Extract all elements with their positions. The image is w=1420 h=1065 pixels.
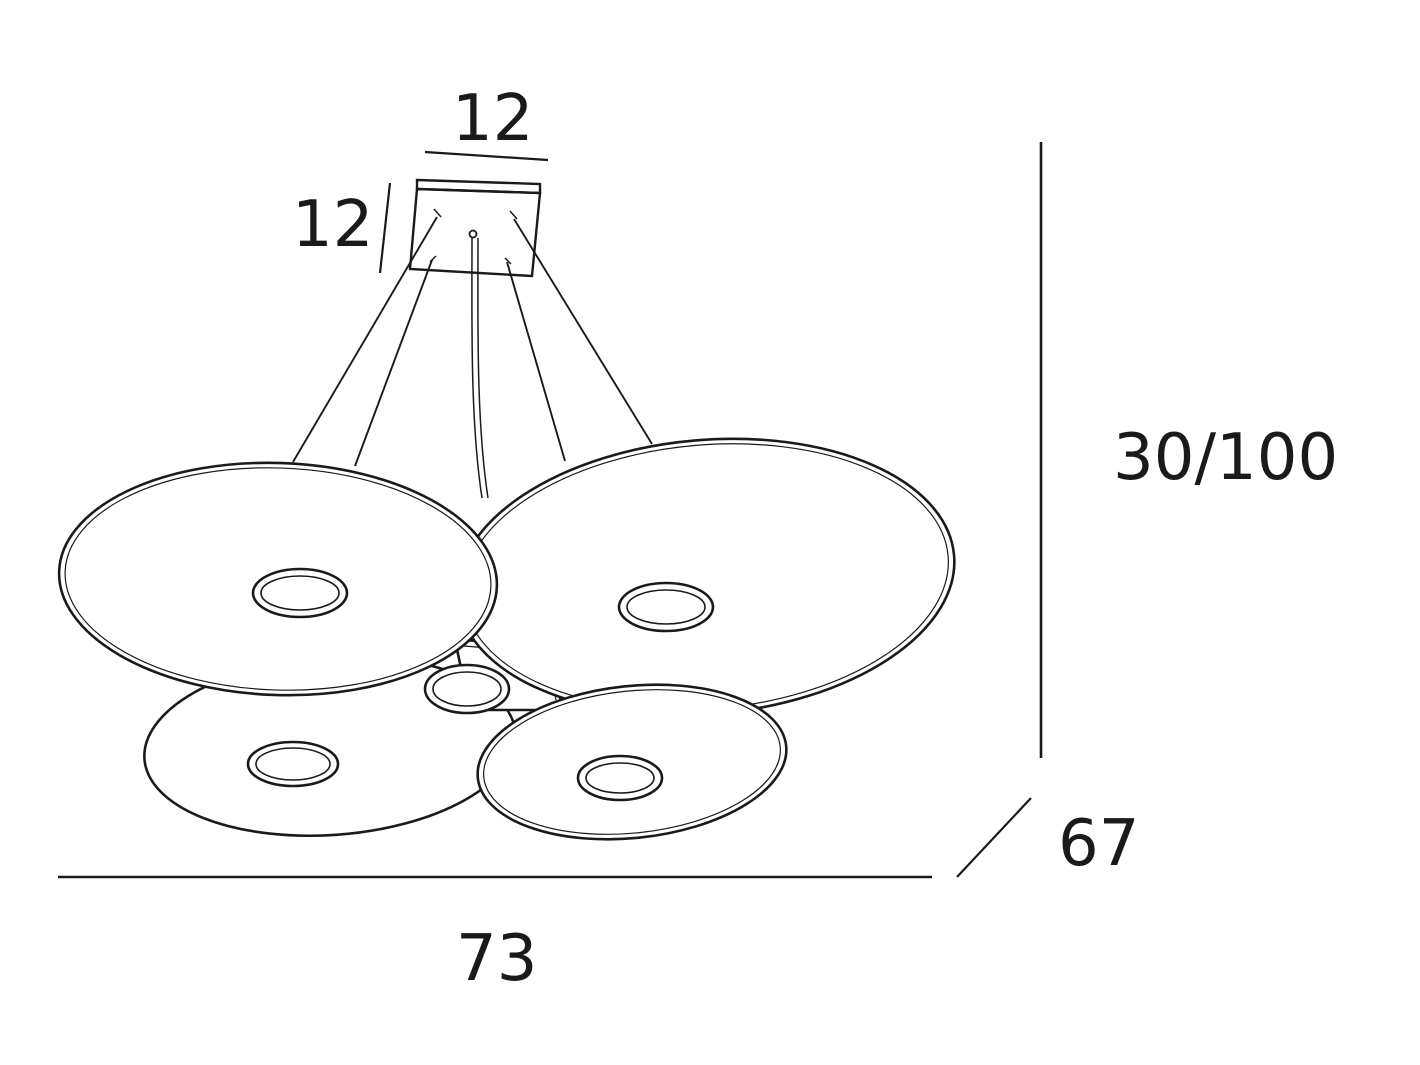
led-light-ring: [617, 581, 715, 633]
diffuser-disc-left: [57, 461, 499, 697]
led-light-ring: [423, 663, 511, 715]
canopy-width-dimension-line: [424, 150, 549, 162]
depth-label: 67: [1058, 807, 1139, 881]
depth-dimension-line: [956, 797, 1032, 878]
diffuser-disc-lower-right: [476, 683, 788, 841]
height-label: 30/100: [1113, 421, 1338, 495]
canopy-depth-label: 12: [292, 188, 373, 262]
led-light-ring: [246, 740, 340, 788]
led-light-ring: [251, 567, 349, 619]
canopy-width-label: 12: [452, 82, 533, 156]
canopy-depth-dimension-line: [378, 182, 392, 274]
width-label: 73: [456, 922, 537, 996]
suspension-cables: [292, 216, 653, 499]
power-cord: [471, 237, 489, 499]
